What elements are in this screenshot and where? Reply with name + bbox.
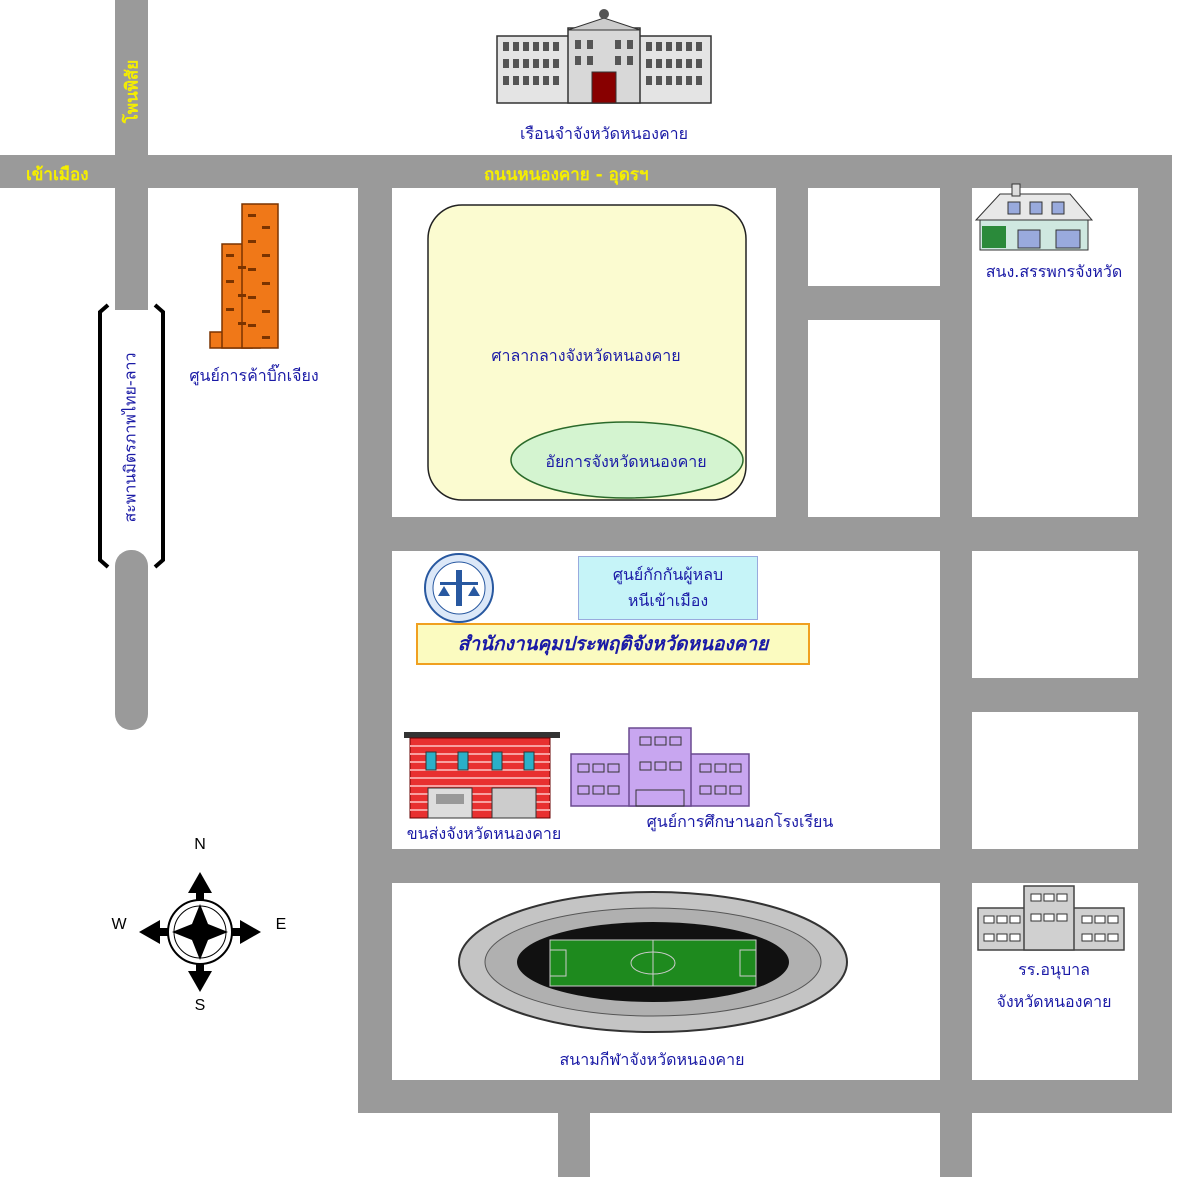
prison-building bbox=[496, 9, 712, 104]
trade-center-label: ศูนย์การค้าบิ๊กเจียง bbox=[189, 366, 319, 385]
transport-office-building bbox=[404, 732, 560, 819]
compass-rose bbox=[139, 872, 261, 992]
compass-label-n: N bbox=[194, 836, 206, 853]
detention-center-line2: หนีเข้าเมือง bbox=[627, 591, 709, 610]
road-bottom bbox=[358, 1080, 1172, 1113]
detention-center-label: ศูนย์กักกันผู้หลบ หนีเข้าเมือง bbox=[578, 556, 758, 620]
road-network bbox=[0, 0, 1172, 1177]
bridge-brackets bbox=[98, 303, 165, 569]
compass-arrow-east bbox=[240, 920, 261, 944]
road-short-h2 bbox=[940, 678, 1172, 712]
road-left-vertical-top bbox=[115, 0, 148, 310]
prosecutor-area bbox=[510, 421, 744, 499]
kindergarten-label-line2: จังหวัดหนองคาย bbox=[996, 992, 1112, 1011]
road-main-horizontal bbox=[0, 155, 1172, 188]
road-east-edge bbox=[1138, 155, 1172, 1113]
road-label-phon-phisai: โพนพิสัย bbox=[122, 59, 143, 124]
road-west-block bbox=[358, 155, 392, 1113]
nfe-center-label: ศูนย์การศึกษานอกโรงเรียน bbox=[646, 812, 834, 831]
transport-label: ขนส่งจังหวัดหนองคาย bbox=[406, 824, 562, 843]
road-mid-horizontal-2 bbox=[358, 849, 1172, 883]
compass-label-s: S bbox=[194, 997, 206, 1014]
detention-center-line1: ศูนย์กักกันผู้หลบ bbox=[612, 565, 724, 584]
compass-label-w: W bbox=[111, 916, 127, 933]
kindergarten-building bbox=[977, 885, 1125, 951]
coop-office-building bbox=[974, 183, 1094, 251]
road-south-stub bbox=[558, 1080, 590, 1177]
kindergarten-label-line1: รร.อนุบาล bbox=[1018, 960, 1090, 979]
city-hall-label: ศาลากลางจังหวัดหนองคาย bbox=[491, 346, 681, 365]
probation-emblem bbox=[424, 553, 494, 623]
road-short-h1 bbox=[776, 286, 972, 320]
road-vertical-b bbox=[940, 155, 972, 1177]
road-label-to-city: เข้าเมือง bbox=[26, 165, 89, 185]
prison-label: เรือนจำจังหวัดหนองคาย bbox=[519, 124, 689, 143]
road-vertical-a bbox=[776, 155, 808, 551]
prosecutor-label: อัยการจังหวัดหนองคาย bbox=[545, 452, 707, 471]
road-label-main: ถนนหนองคาย - อุดรฯ bbox=[484, 165, 649, 185]
compass-arrow-south bbox=[188, 971, 212, 992]
nfe-center-building bbox=[570, 727, 750, 807]
trade-center-building bbox=[209, 203, 279, 349]
probation-office-label: สำนักงานคุมประพฤติจังหวัดหนองคาย bbox=[457, 633, 769, 655]
bridge-label: สะพานมิตรภาพไทย-ลาว bbox=[120, 352, 140, 523]
road-left-vertical-bottom bbox=[115, 550, 148, 730]
compass-label-e: E bbox=[275, 916, 287, 933]
compass-arrow-north bbox=[188, 872, 212, 893]
stadium-label: สนามกีฬาจังหวัดหนองคาย bbox=[559, 1050, 745, 1069]
road-mid-horizontal-1 bbox=[358, 517, 1172, 551]
compass-arrow-west bbox=[139, 920, 160, 944]
stadium bbox=[458, 891, 848, 1033]
coop-office-label: สนง.สรรพกรจังหวัด bbox=[985, 262, 1123, 281]
probation-office-title: สำนักงานคุมประพฤติจังหวัดหนองคาย bbox=[416, 623, 810, 665]
